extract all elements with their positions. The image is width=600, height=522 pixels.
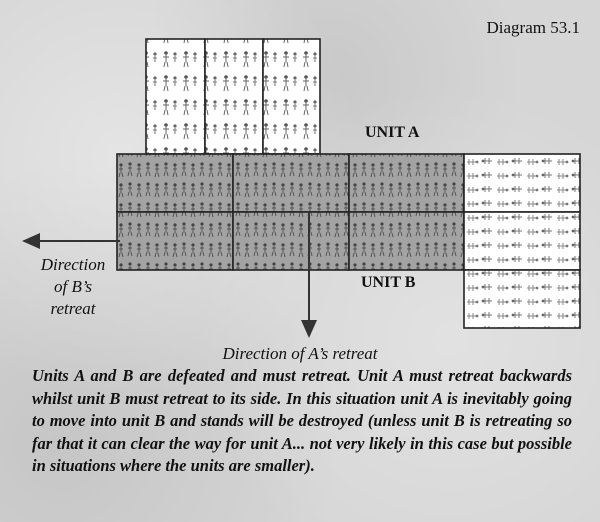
stand <box>232 211 350 271</box>
stand <box>116 211 234 271</box>
stand <box>145 38 206 155</box>
unit-b-label: UNIT B <box>361 274 416 291</box>
stand <box>348 153 465 213</box>
stand <box>262 38 321 155</box>
stand <box>116 153 234 213</box>
b-retreat-line: of B’s <box>54 277 92 296</box>
side-stands <box>463 153 581 329</box>
b-retreat-line: Direction <box>40 255 106 274</box>
stand <box>463 153 581 213</box>
stand <box>463 269 581 329</box>
caption: Units A and B are defeated and must retr… <box>32 366 572 475</box>
unit-a-front-stands <box>116 153 465 213</box>
a-retreat-label: Direction of A’s retreat <box>222 344 378 363</box>
unit-b-stands <box>116 211 465 271</box>
stand <box>232 153 350 213</box>
diagram-title: Diagram 53.1 <box>486 18 580 37</box>
b-retreat-line: retreat <box>50 299 96 318</box>
stand <box>463 211 581 271</box>
unit-a-rear-stands <box>145 38 321 155</box>
stand <box>204 38 264 155</box>
b-retreat-label: Direction of B’s retreat <box>18 254 128 320</box>
stand <box>348 211 465 271</box>
unit-a-label: UNIT A <box>365 124 420 141</box>
